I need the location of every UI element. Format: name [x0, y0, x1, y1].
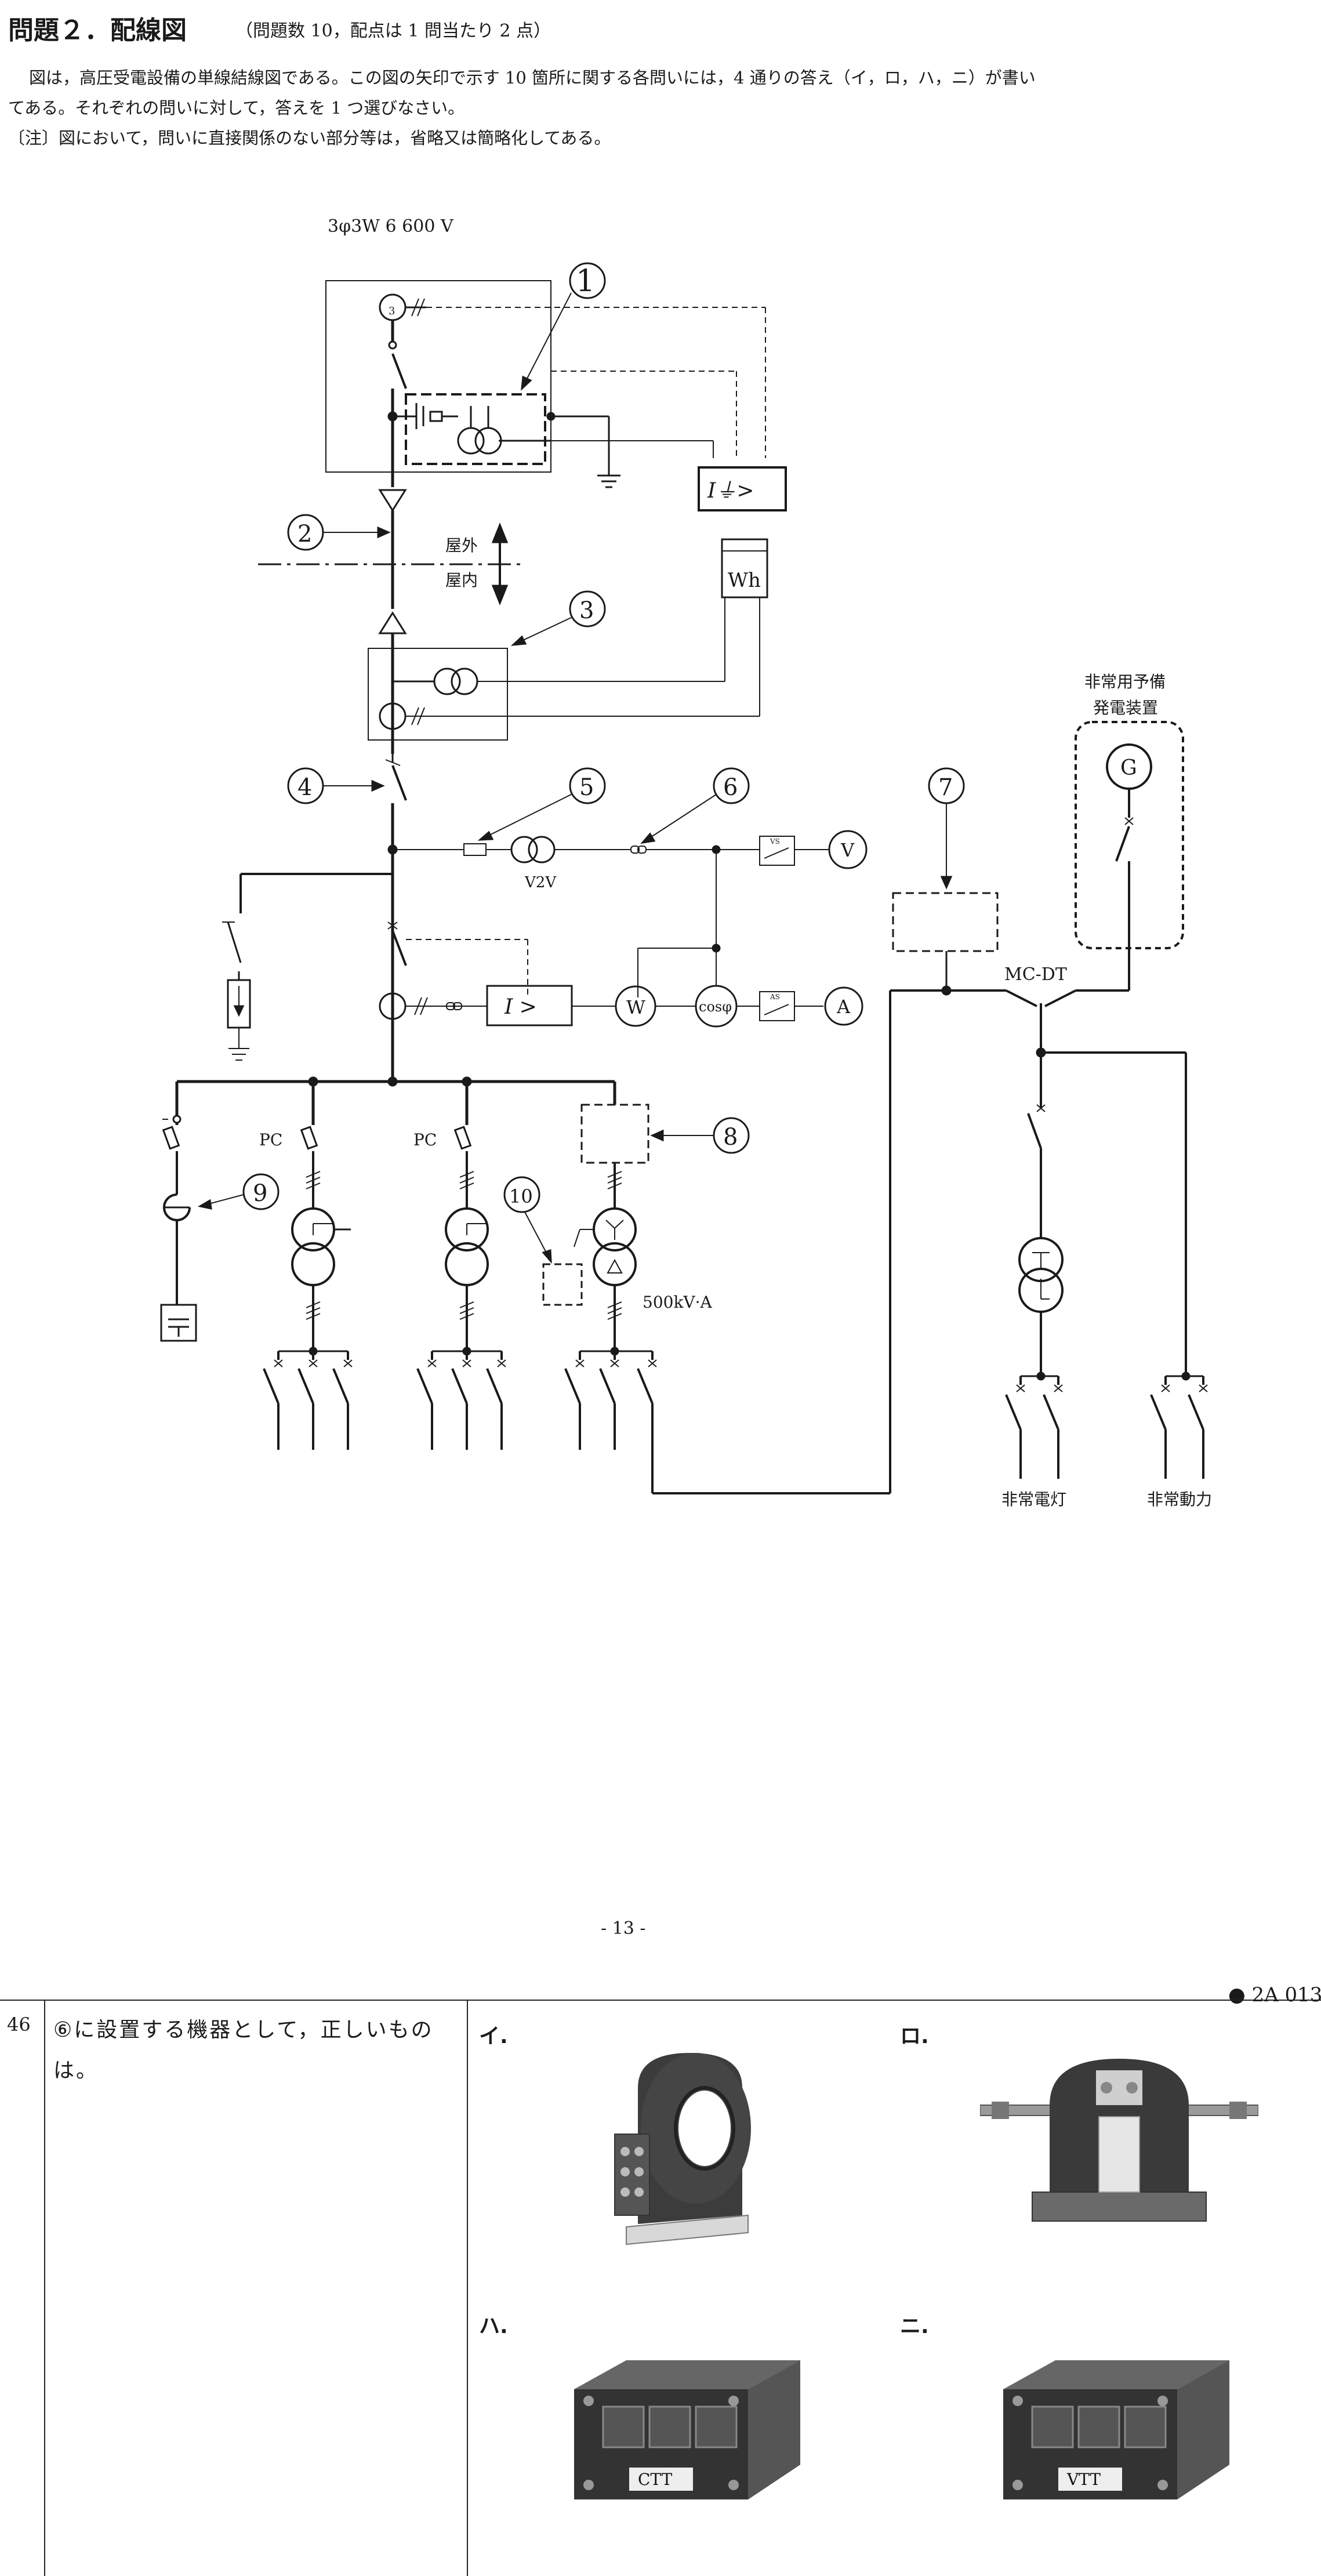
exam-code: ● 2A 013	[1228, 1983, 1321, 2007]
dgr-label: I⏚>	[707, 479, 754, 503]
wattmeter-label: W	[626, 996, 645, 1018]
choice-label-ro[interactable]: ロ.	[900, 2024, 929, 2048]
emergency-light-label: 非常電灯	[1001, 1490, 1066, 1509]
power-factor-meter-label: cosφ	[699, 999, 732, 1015]
question-text: ⑥に設置する機器として，正しいものは。	[53, 2018, 434, 2082]
svg-text:9: 9	[253, 1180, 267, 1207]
generator-symbol: G	[1120, 756, 1137, 780]
choice-label-ni[interactable]: ニ.	[900, 2314, 929, 2338]
intro-line-2: てある。それぞれの問いに対して，答えを 1 つ選びなさい。	[8, 98, 465, 118]
vs-label: VS	[770, 837, 780, 846]
svg-text:1: 1	[576, 264, 595, 299]
svg-text:5: 5	[579, 774, 594, 801]
vtt-plate-label: VTT	[1066, 2470, 1101, 2489]
outdoor-label: 屋外	[445, 536, 478, 555]
choice-i-zct-image[interactable]	[603, 2041, 765, 2250]
emergency-power-label: 非常動力	[1147, 1490, 1212, 1509]
choice-ha-ctt-image[interactable]: CTT	[557, 2343, 818, 2517]
feeder-group-1	[263, 1351, 353, 1450]
feeder-group-2	[416, 1351, 506, 1450]
svg-text:10: 10	[509, 1185, 533, 1207]
question-set-title: 問題２．配線図	[8, 16, 187, 45]
voltmeter-label: V	[840, 839, 855, 861]
table-divider-2	[467, 2000, 468, 2576]
choice-ni-vtt-image[interactable]: VTT	[986, 2343, 1247, 2517]
ammeter-label: A	[836, 996, 851, 1018]
ocr-label: I >	[504, 995, 537, 1019]
transformer-capacity-label: 500kV·A	[643, 1293, 713, 1312]
intro-line-1: 図は，高圧受電設備の単線結線図である。この図の矢印で示す 10 箇所に関する各問…	[29, 68, 1036, 88]
svg-text:3: 3	[579, 597, 594, 624]
generator-label-1: 非常用予備	[1084, 672, 1166, 691]
choice-ro-ct-image[interactable]	[980, 2047, 1258, 2233]
svg-text:7: 7	[938, 774, 953, 801]
pc-label-1: PC	[259, 1130, 282, 1149]
choice-label-i[interactable]: イ.	[479, 2024, 508, 2048]
as-label: AS	[770, 993, 780, 1001]
svg-text:2: 2	[297, 521, 312, 547]
supply-label: 3φ3W 6 600 V	[328, 216, 454, 237]
ctt-plate-label: CTT	[638, 2470, 673, 2489]
v2v-label: V2V	[524, 874, 557, 891]
svg-text:6: 6	[723, 774, 738, 801]
mcdt-label: MC-DT	[1004, 964, 1067, 985]
choice-label-ha[interactable]: ハ.	[479, 2314, 508, 2338]
indoor-label: 屋内	[445, 571, 478, 590]
svg-text:4: 4	[297, 774, 312, 801]
pc-label-2: PC	[413, 1130, 437, 1149]
question-number: 46	[7, 2013, 31, 2036]
table-divider-1	[44, 2000, 45, 2576]
feeder-group-3	[564, 991, 891, 1494]
svg-text:8: 8	[723, 1124, 738, 1151]
svg-text:3: 3	[389, 305, 395, 317]
single-line-diagram: 3φ3W 6 600 V 3 I⏚> 1 屋外 屋内 2	[160, 216, 1212, 1509]
page-number: - 13 -	[601, 1918, 646, 1939]
generator-label-2: 発電装置	[1093, 698, 1158, 717]
wh-meter-label: Wh	[728, 569, 761, 592]
table-top-border	[0, 2000, 1321, 2001]
intro-note: 〔注〕図において，問いに直接関係のない部分等は，省略又は簡略化してある。	[8, 128, 611, 148]
question-set-note: （問題数 10，配点は 1 問当たり 2 点）	[235, 21, 551, 41]
